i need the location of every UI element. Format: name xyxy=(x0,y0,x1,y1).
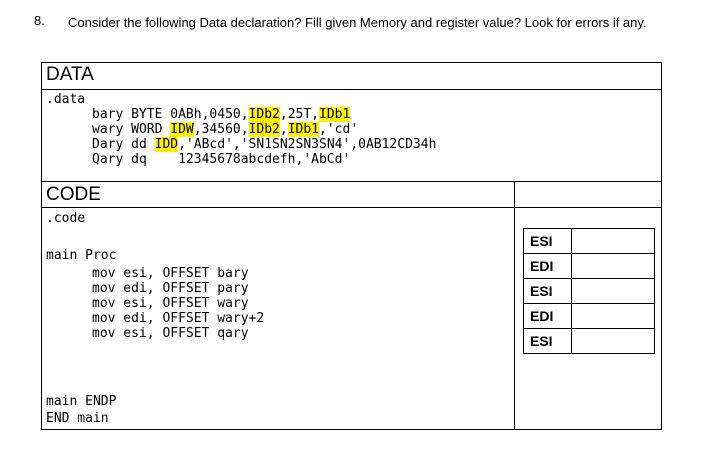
data-type: dd xyxy=(131,137,155,152)
initializer-text: ,34560, xyxy=(193,122,249,137)
highlighted-identifier: IDb1 xyxy=(319,107,351,122)
register-value-cell[interactable] xyxy=(571,228,655,254)
register-value-cell[interactable] xyxy=(571,278,655,304)
data-type: dq xyxy=(131,152,155,167)
instruction-line: mov edi, OFFSET pary xyxy=(92,281,249,296)
data-directive: .data xyxy=(46,92,86,107)
data-header: DATA xyxy=(46,64,94,85)
register-row: ESI xyxy=(523,228,655,254)
register-label: ESI xyxy=(523,328,572,354)
register-row: ESI xyxy=(523,328,655,354)
register-row: ESI xyxy=(523,278,655,304)
initializer-text: 12345678abcdefh,'AbCd' xyxy=(154,152,351,167)
register-row: EDI xyxy=(523,253,655,279)
highlighted-identifier: IDb2 xyxy=(248,107,280,122)
end-directive: END main xyxy=(46,411,109,426)
variable-name: wary xyxy=(92,122,132,137)
data-declaration-line: bary BYTE 0ABh,0450,IDb2,25T,IDb1 xyxy=(92,107,436,122)
instruction-line: mov esi, OFFSET wary xyxy=(92,296,249,311)
register-label: EDI xyxy=(523,303,572,329)
initializer-text: 0ABh,0450, xyxy=(170,107,249,122)
data-section-box xyxy=(41,62,662,430)
register-label: ESI xyxy=(523,278,572,304)
register-label: ESI xyxy=(523,228,572,254)
register-value-cell[interactable] xyxy=(571,253,655,279)
question-text: Consider the following Data declaration?… xyxy=(68,15,647,30)
initializer-text: , xyxy=(279,122,288,137)
variable-name: Qary xyxy=(92,152,132,167)
divider xyxy=(41,89,662,90)
divider xyxy=(41,181,662,182)
initializer-text: ,'ABcd','SN1SN2SN3SN4',0AB12CD34h xyxy=(178,137,437,152)
column-divider xyxy=(514,181,515,430)
register-label: EDI xyxy=(523,253,572,279)
data-type: BYTE xyxy=(131,107,171,122)
data-declaration-line: wary WORD IDW,34560,IDb2,IDb1,'cd' xyxy=(92,122,436,137)
register-value-cell[interactable] xyxy=(571,328,655,354)
variable-name: bary xyxy=(92,107,132,122)
code-header: CODE xyxy=(46,184,101,205)
data-type: WORD xyxy=(131,122,171,137)
data-declaration-line: Dary dd IDD,'ABcd','SN1SN2SN3SN4',0AB12C… xyxy=(92,137,436,152)
initializer-text: ,'cd' xyxy=(319,122,359,137)
register-value-cell[interactable] xyxy=(571,303,655,329)
data-declaration-line: Qary dq 12345678abcdefh,'AbCd' xyxy=(92,152,436,167)
proc-end: main ENDP xyxy=(46,394,117,409)
highlighted-identifier: IDb2 xyxy=(248,122,280,137)
question-number: 8. xyxy=(34,13,45,28)
code-directive: .code xyxy=(46,211,86,226)
instruction-line: mov esi, OFFSET bary xyxy=(92,266,249,281)
proc-start: main Proc xyxy=(46,248,117,263)
highlighted-identifier: IDW xyxy=(170,122,194,137)
instruction-line: mov esi, OFFSET qary xyxy=(92,326,249,341)
initializer-text: ,25T, xyxy=(279,107,320,122)
highlighted-identifier: IDD xyxy=(154,137,179,152)
register-row: EDI xyxy=(523,303,655,329)
divider xyxy=(41,207,662,208)
instruction-line: mov edi, OFFSET wary+2 xyxy=(92,311,265,326)
variable-name: Dary xyxy=(92,137,132,152)
highlighted-identifier: IDb1 xyxy=(287,122,320,137)
